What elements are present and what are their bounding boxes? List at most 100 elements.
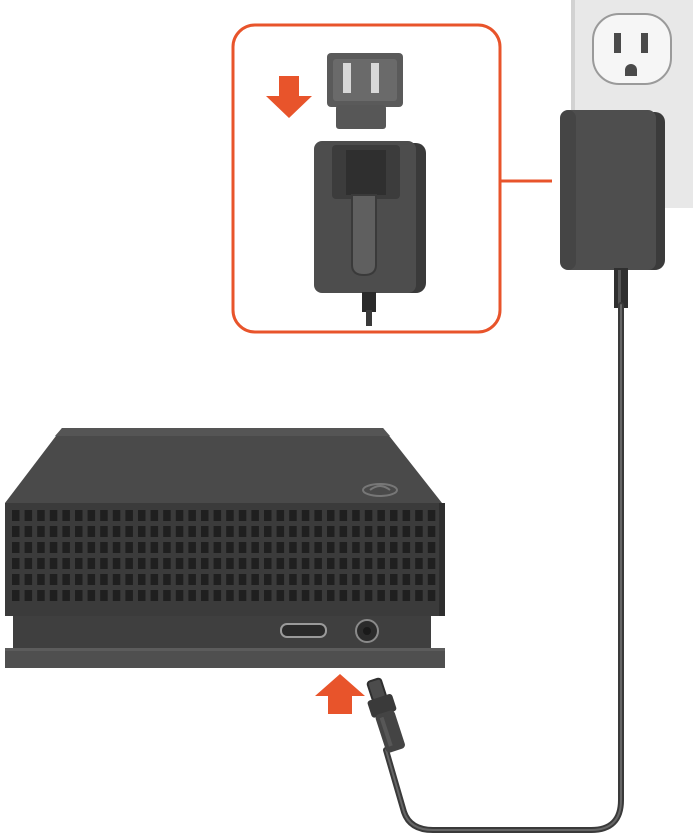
- vent-hole: [276, 510, 285, 521]
- vent-hole: [100, 558, 108, 569]
- vent-hole: [75, 526, 83, 537]
- vent-hole: [62, 558, 70, 569]
- vent-hole: [264, 590, 272, 601]
- vent-hole: [427, 510, 436, 521]
- vent-hole: [75, 558, 83, 569]
- vent-hole: [301, 558, 310, 569]
- vent-hole: [175, 510, 184, 521]
- vent-hole: [112, 542, 121, 553]
- vent-hole: [264, 558, 272, 569]
- vent-hole: [163, 510, 171, 521]
- vent-hole: [352, 590, 360, 601]
- vent-hole: [314, 590, 322, 601]
- vent-hole: [238, 558, 247, 569]
- seagate-logo-icon: [362, 483, 398, 497]
- vent-hole: [138, 526, 146, 537]
- vent-hole: [49, 590, 58, 601]
- vent-hole: [377, 510, 385, 521]
- vent-hole: [364, 574, 373, 585]
- vent-hole: [352, 542, 360, 553]
- vent-hole: [12, 526, 20, 537]
- vent-hole: [327, 590, 335, 601]
- vent-hole: [390, 542, 398, 553]
- vent-hole: [238, 542, 247, 553]
- vent-hole: [49, 574, 58, 585]
- vent-hole: [37, 510, 45, 521]
- vent-hole: [327, 558, 335, 569]
- vent-hole: [100, 510, 108, 521]
- vent-hole: [327, 542, 335, 553]
- vent-hole: [75, 510, 83, 521]
- vent-hole: [49, 526, 58, 537]
- vent-hole: [201, 590, 209, 601]
- vent-hole: [24, 542, 33, 553]
- vent-hole: [264, 510, 272, 521]
- vent-hole: [62, 590, 70, 601]
- vent-hole: [12, 542, 20, 553]
- vent-hole: [377, 590, 385, 601]
- vent-hole: [402, 558, 411, 569]
- vent-hole: [213, 558, 222, 569]
- vent-hole: [427, 590, 436, 601]
- vent-hole: [276, 574, 285, 585]
- vent-hole: [125, 526, 133, 537]
- vent-hole: [213, 590, 222, 601]
- vent-hole: [112, 590, 121, 601]
- vent-hole: [238, 510, 247, 521]
- vent-hole: [37, 542, 45, 553]
- vent-hole: [150, 574, 159, 585]
- vent-hole: [415, 574, 423, 585]
- vent-hole: [289, 590, 297, 601]
- vent-hole: [37, 590, 45, 601]
- vent-hole: [251, 542, 259, 553]
- vent-hole: [251, 574, 259, 585]
- vent-hole: [112, 510, 121, 521]
- vent-hole: [427, 526, 436, 537]
- vent-hole: [175, 558, 184, 569]
- vent-hole: [415, 542, 423, 553]
- vent-hole: [112, 574, 121, 585]
- vent-hole: [87, 526, 96, 537]
- usb-port-icon: [280, 623, 327, 638]
- vent-hole: [276, 590, 285, 601]
- vent-hole: [238, 590, 247, 601]
- vent-hole: [427, 542, 436, 553]
- vent-hole: [201, 558, 209, 569]
- vent-hole: [352, 558, 360, 569]
- vent-hole: [201, 574, 209, 585]
- vent-hole: [276, 542, 285, 553]
- vent-hole: [226, 574, 234, 585]
- vent-hole: [301, 510, 310, 521]
- vent-hole: [62, 510, 70, 521]
- vent-hole: [339, 590, 348, 601]
- hard-drive: [5, 428, 445, 668]
- vent-hole: [226, 558, 234, 569]
- vent-hole: [175, 542, 184, 553]
- vent-hole: [301, 542, 310, 553]
- vent-hole: [314, 510, 322, 521]
- vent-hole: [75, 542, 83, 553]
- vent-hole: [251, 558, 259, 569]
- vent-hole: [87, 542, 96, 553]
- vent-hole: [24, 574, 33, 585]
- vent-hole: [415, 526, 423, 537]
- vent-hole: [37, 574, 45, 585]
- vent-hole: [289, 526, 297, 537]
- vent-hole: [112, 558, 121, 569]
- vent-hole: [37, 558, 45, 569]
- vent-hole: [415, 590, 423, 601]
- vent-hole: [339, 542, 348, 553]
- vent-hole: [138, 574, 146, 585]
- vent-hole: [24, 510, 33, 521]
- vent-hole: [377, 574, 385, 585]
- vent-hole: [301, 574, 310, 585]
- vent-hole: [213, 542, 222, 553]
- vent-hole: [377, 558, 385, 569]
- vent-hole: [339, 526, 348, 537]
- vent-hole: [12, 558, 20, 569]
- vent-hole: [364, 510, 373, 521]
- vent-hole: [175, 590, 184, 601]
- vent-hole: [390, 558, 398, 569]
- vent-hole: [37, 526, 45, 537]
